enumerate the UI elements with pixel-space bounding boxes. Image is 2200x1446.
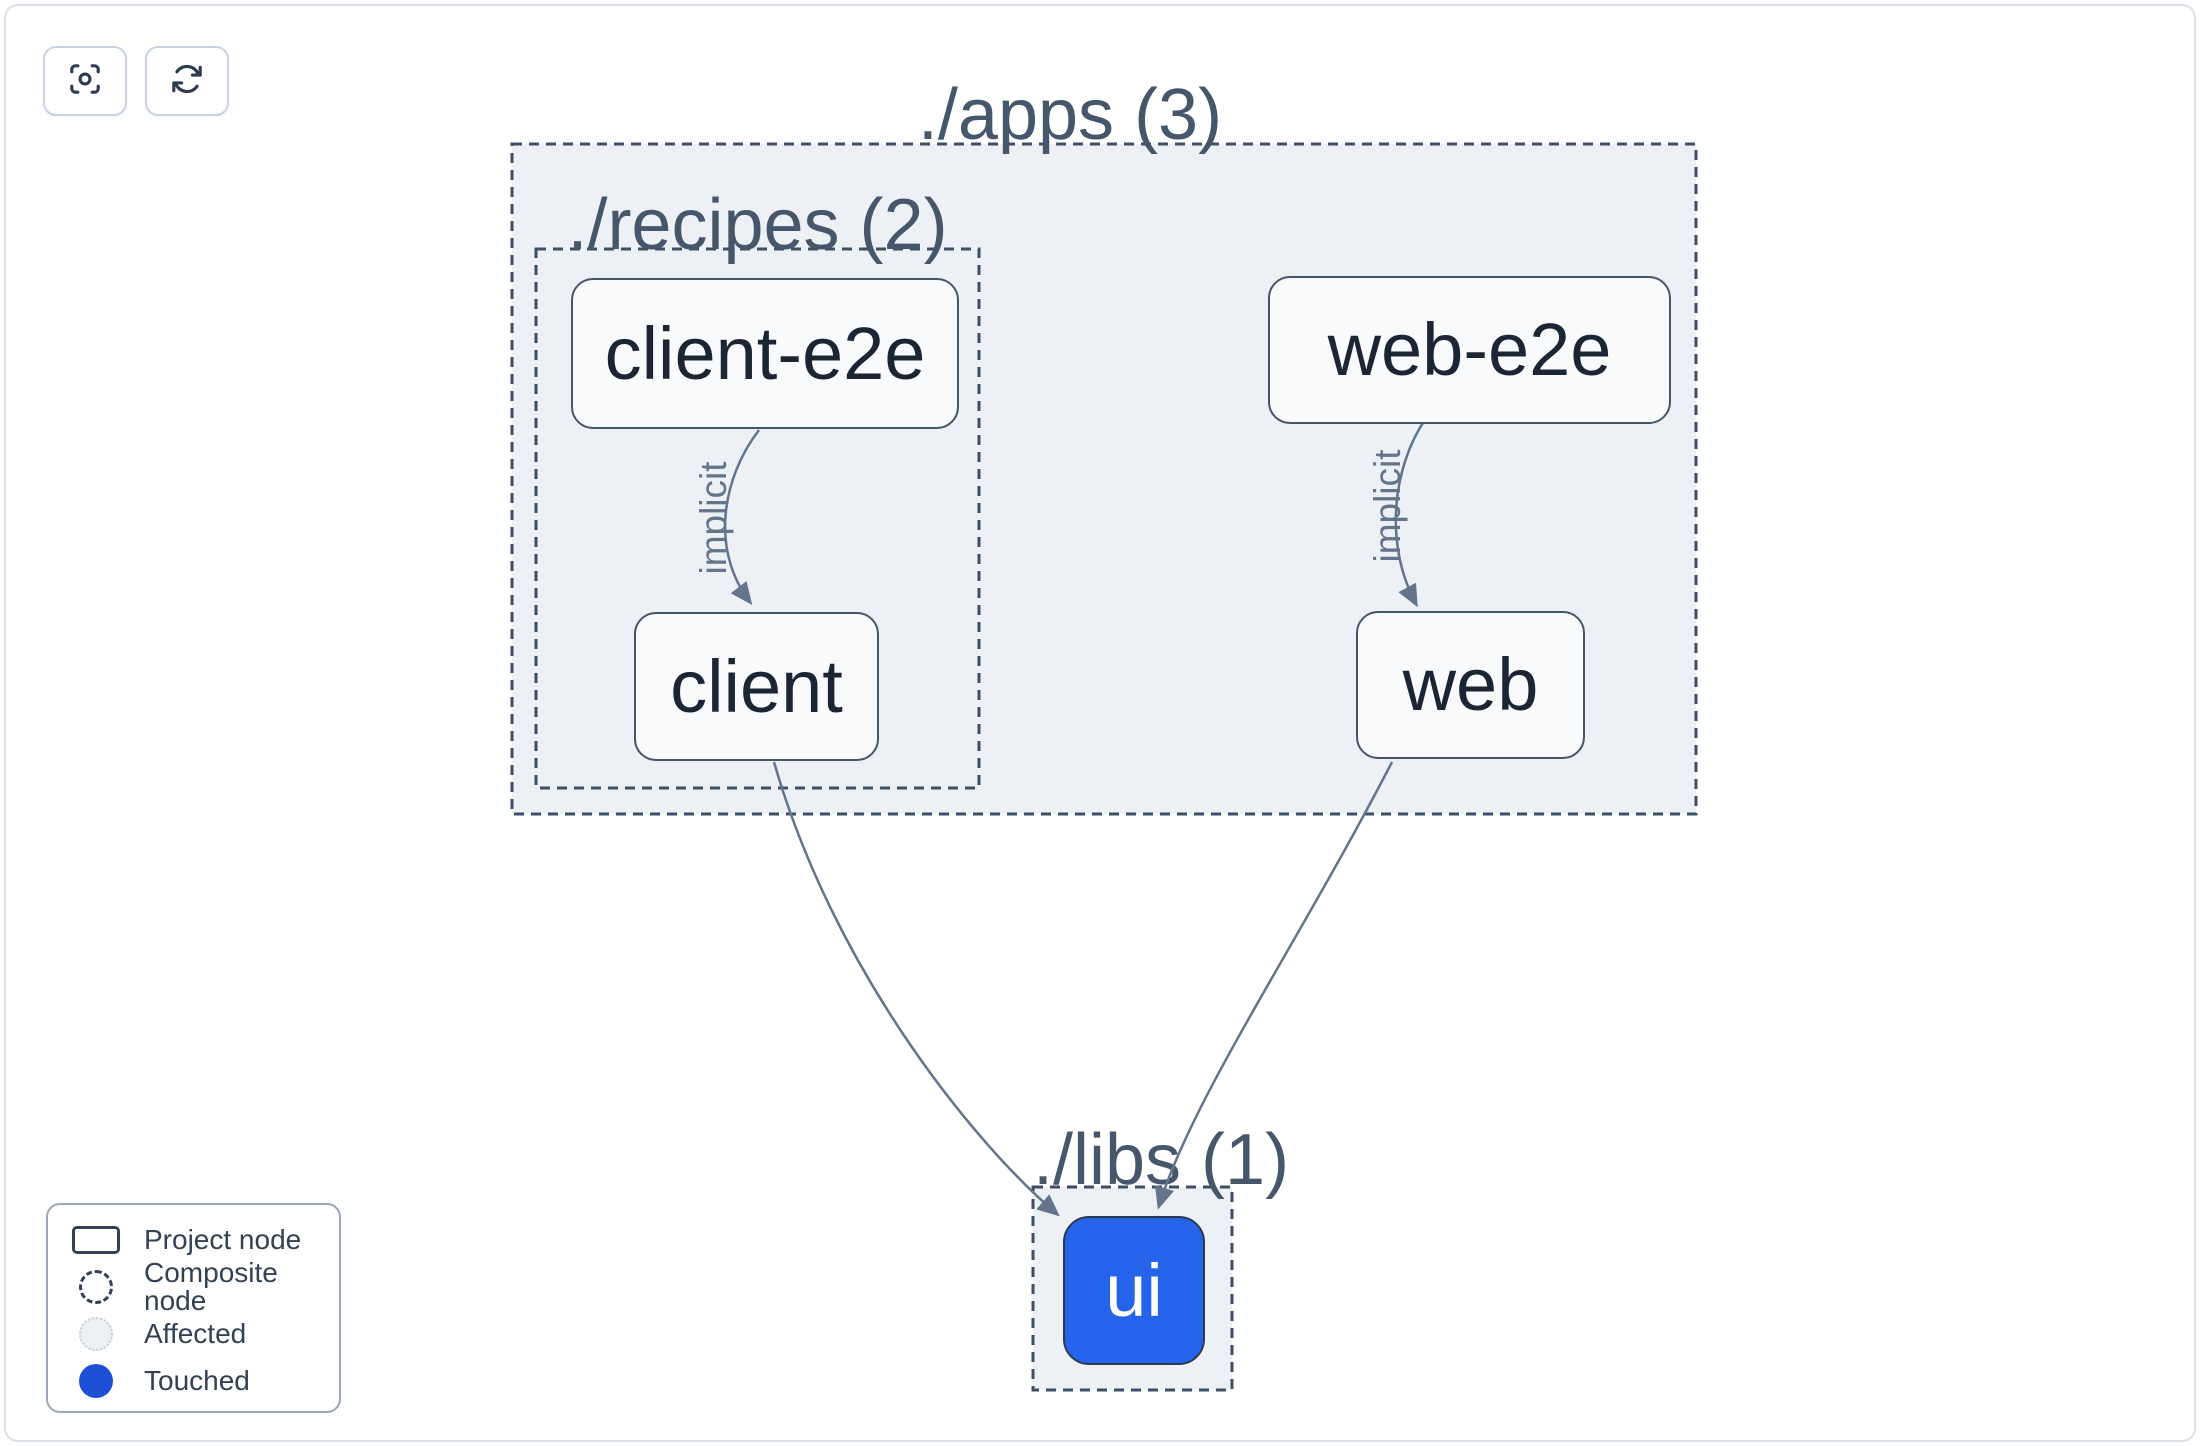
edge-client-e2e-to-client xyxy=(723,429,760,605)
legend-label: Affected xyxy=(144,1317,247,1349)
focus-icon xyxy=(67,61,103,102)
legend-label: Touched xyxy=(144,1364,250,1396)
edge-web-e2e-to-web xyxy=(1394,417,1428,608)
group-label-libs: ./libs (1) xyxy=(1033,1120,1290,1200)
group-label-apps: ./apps (3) xyxy=(917,75,1223,155)
legend-label: Project node xyxy=(144,1223,302,1255)
node-label: client-e2e xyxy=(604,311,926,395)
legend-label: Composite node xyxy=(144,1256,278,1316)
legend-item-touched: Touched xyxy=(48,1357,339,1404)
edge-label-implicit-web: implicit xyxy=(1367,449,1408,563)
legend-item-project-node: Project node xyxy=(48,1216,339,1263)
node-label: client xyxy=(670,644,843,728)
legend: Project node Composite node Affected Tou… xyxy=(46,1203,341,1413)
project-node-icon xyxy=(72,1225,120,1254)
composite-node-icon xyxy=(79,1269,113,1304)
edge-label-implicit-client: implicit xyxy=(693,461,734,575)
node-label: web xyxy=(1402,643,1539,726)
node-ui-touched[interactable]: ui xyxy=(1063,1216,1205,1365)
affected-icon xyxy=(79,1316,113,1351)
node-web[interactable]: web xyxy=(1356,611,1585,759)
node-client[interactable]: client xyxy=(634,612,879,761)
legend-item-composite-node: Composite node xyxy=(48,1258,339,1314)
refresh-icon xyxy=(169,61,205,102)
edge-client-to-ui xyxy=(772,761,1060,1217)
refresh-graph-button[interactable] xyxy=(145,46,229,116)
node-label: web-e2e xyxy=(1327,308,1612,391)
legend-item-affected: Affected xyxy=(48,1310,339,1357)
project-graph-canvas[interactable]: ./apps (3) ./recipes (2) ./libs (1) impl… xyxy=(4,4,2196,1442)
center-graph-button[interactable] xyxy=(43,46,127,116)
node-client-e2e[interactable]: client-e2e xyxy=(571,278,959,429)
touched-icon xyxy=(79,1363,113,1398)
node-web-e2e[interactable]: web-e2e xyxy=(1268,276,1671,424)
node-label: ui xyxy=(1105,1248,1163,1332)
group-label-recipes: ./recipes (2) xyxy=(567,185,948,265)
